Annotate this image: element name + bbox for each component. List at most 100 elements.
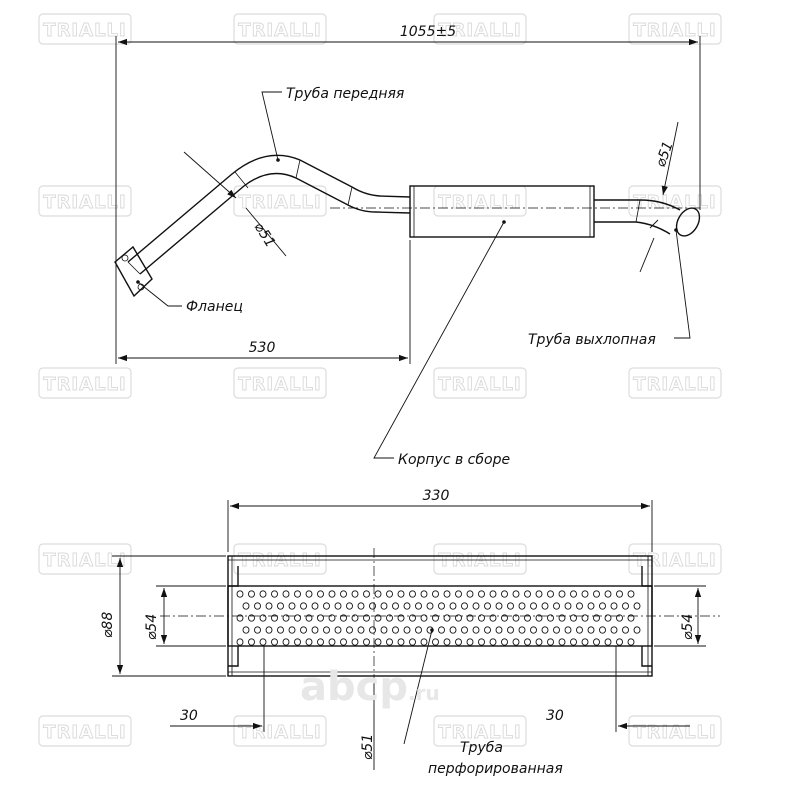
perforation-hole [553, 602, 560, 610]
perforation-hole [466, 638, 474, 646]
exhaust-diameter-dimension: ⌀51 [639, 121, 679, 273]
perforation-hole [254, 602, 261, 610]
perforation-hole [507, 626, 514, 634]
inner-diameter-right-dimension: ⌀54 [654, 585, 706, 647]
body-length-label: 330 [423, 488, 450, 504]
perforation-hole [455, 638, 462, 646]
svg-text:Корпус в сборе: Корпус в сборе [398, 452, 510, 468]
perforation-hole [265, 626, 273, 634]
perforation-hole [593, 638, 600, 646]
watermark-frame [38, 715, 132, 747]
perforation-hole [524, 590, 531, 598]
perforation-hole [587, 626, 595, 634]
perforation-hole [438, 602, 445, 610]
perforation-hole [512, 638, 520, 646]
watermark-frame [433, 715, 527, 747]
watermark-brand: TRIALLI [238, 20, 321, 41]
perforation-hole [409, 614, 416, 622]
perforation-hole [420, 590, 428, 598]
perforation-hole [627, 590, 635, 598]
perforation-hole [317, 638, 324, 646]
perforation-hole [254, 626, 261, 634]
perforation-hole [305, 590, 313, 598]
perforation-hole [282, 590, 290, 598]
watermark-brand: TRIALLI [633, 374, 716, 395]
perforation-hole [432, 638, 439, 646]
perforation-hole [478, 614, 485, 622]
perforation-hole [288, 626, 296, 634]
perforation-hole [323, 602, 330, 610]
perforation-hole [558, 590, 566, 598]
perforation-hole [489, 638, 497, 646]
watermark-brand: TRIALLI [438, 192, 521, 213]
perforation-hole [455, 590, 462, 598]
watermark-brand: TRIALLI [238, 374, 321, 395]
watermark-brand: TRIALLI [238, 722, 321, 743]
svg-text:abcp.ru: abcp.ru [300, 664, 440, 710]
perforation-hole [403, 602, 411, 610]
perforation-hole [581, 614, 589, 622]
inner-diameter-left-dimension: ⌀54 [144, 585, 226, 647]
perforation-hole [478, 638, 485, 646]
site-logo-watermark: abcp.ru [300, 664, 440, 710]
perforation-hole [541, 602, 549, 610]
front-pipe [127, 154, 411, 275]
body-length-dimension: 330 [227, 488, 653, 552]
perforation-hole [570, 590, 577, 598]
watermark-brand: TRIALLI [43, 722, 126, 743]
perforation-hole [610, 602, 618, 610]
svg-text:⌀54: ⌀54 [680, 614, 696, 640]
perforation-hole [530, 626, 537, 634]
perforation-hole [604, 590, 612, 598]
perforation-hole [581, 590, 589, 598]
perforation-hole [622, 626, 629, 634]
watermark-frame [38, 185, 132, 217]
perforation-hole [449, 602, 457, 610]
svg-text:⌀88: ⌀88 [100, 612, 116, 638]
muffler-body [409, 185, 595, 238]
perforation-hole [282, 614, 290, 622]
perforation-hole [627, 638, 635, 646]
front-length-label: 530 [249, 340, 276, 356]
perforation-hole [604, 614, 612, 622]
perforation-hole [547, 614, 554, 622]
perforation-hole [374, 638, 382, 646]
svg-text:Труба передняя: Труба передняя [286, 86, 404, 102]
perforation-hole [495, 626, 503, 634]
watermark-frame [233, 367, 327, 399]
perforation-hole [357, 626, 365, 634]
perforation-hole [363, 590, 370, 598]
perforation-hole [351, 614, 359, 622]
perforation-hole [420, 614, 428, 622]
watermark-frame [38, 367, 132, 399]
perforation-hole [599, 626, 606, 634]
pipe-diameter-dimension: ⌀51 [360, 684, 376, 770]
perforation-hole [305, 614, 313, 622]
watermark-frame [628, 543, 722, 575]
perforation-hole [386, 614, 393, 622]
label-body: Корпус в сборе [373, 220, 510, 468]
watermark-brand: TRIALLI [438, 550, 521, 571]
label-front-pipe: Труба передняя [261, 86, 404, 162]
perforation-hole [512, 590, 520, 598]
perforation-hole [277, 626, 284, 634]
svg-text:⌀51: ⌀51 [360, 734, 376, 760]
perforation-hole [443, 590, 451, 598]
label-perforated-pipe: Труба перфорированная [403, 628, 563, 777]
perforation-hole [449, 626, 457, 634]
perforation-hole [633, 626, 641, 634]
svg-text:Труба: Труба [460, 740, 503, 756]
perforation-hole [282, 638, 290, 646]
watermark-frame [628, 367, 722, 399]
perforation-hole [633, 602, 641, 610]
perforation-hole [351, 590, 359, 598]
perforation-hole [409, 590, 416, 598]
perforation-hole [489, 614, 497, 622]
perforation-hole [363, 638, 370, 646]
perforation-hole [426, 602, 434, 610]
perforation-hole [438, 626, 445, 634]
perforation-hole [317, 614, 324, 622]
watermark-brand: TRIALLI [438, 722, 521, 743]
watermark-brand: TRIALLI [438, 20, 521, 41]
perforation-hole [363, 614, 370, 622]
